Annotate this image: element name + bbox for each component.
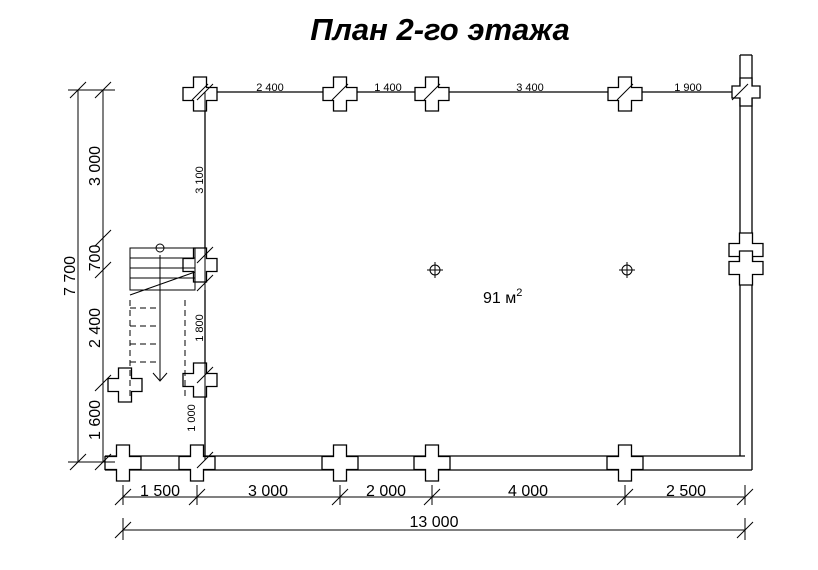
log-joints [104, 76, 764, 482]
log-joint-cross [414, 76, 450, 112]
dim-tick [94, 453, 112, 471]
dim-tick [423, 83, 441, 101]
log-joint-cross [606, 444, 644, 482]
overall-height: 7 700 [62, 256, 79, 296]
log-joint-cross [321, 444, 359, 482]
log-joint-cross [107, 367, 143, 403]
inner-dim: 1 000 [186, 404, 198, 432]
log-joint-cross [178, 444, 216, 482]
dim-tick [616, 83, 634, 101]
dim-tick [69, 453, 87, 471]
left-dim: 1 600 [87, 400, 104, 440]
bottom-dim: 3 000 [248, 483, 288, 500]
log-joint-cross [413, 444, 451, 482]
dim-tick [196, 366, 214, 384]
dim-tick [196, 246, 214, 264]
plan-title: План 2-го этажа [310, 12, 570, 47]
bottom-dim: 2 500 [666, 483, 706, 500]
dim-tick [196, 274, 214, 292]
log-joint-cross [728, 250, 764, 286]
log-joint-cross [731, 77, 761, 107]
left-dim: 700 [87, 245, 104, 272]
room-area: 91 м2 [483, 287, 522, 307]
staircase [129, 243, 196, 400]
bottom-dim: 1 500 [140, 483, 180, 500]
overall-width: 13 000 [410, 514, 459, 531]
bottom-dim: 4 000 [508, 483, 548, 500]
top-dim: 1 400 [374, 82, 402, 94]
dim-tick [69, 81, 87, 99]
dim-tick [196, 83, 214, 101]
log-joint-cross [607, 76, 643, 112]
inner-dim: 3 100 [194, 166, 206, 194]
left-dim: 3 000 [87, 146, 104, 186]
dim-tick [94, 261, 112, 279]
dim-tick [331, 83, 349, 101]
bottom-dim: 2 000 [366, 483, 406, 500]
log-joint-cross [182, 247, 218, 283]
inner-dim: 1 800 [194, 314, 206, 342]
log-joint-cross [322, 76, 358, 112]
dim-tick [731, 83, 749, 101]
top-dim: 2 400 [256, 82, 284, 94]
left-dim: 2 400 [87, 308, 104, 348]
dim-tick [196, 451, 214, 469]
dim-tick [191, 83, 209, 101]
dim-tick [94, 229, 112, 247]
dim-tick [94, 374, 112, 392]
top-dim: 3 400 [516, 82, 544, 94]
dimensions [68, 89, 745, 531]
log-joint-cross [182, 76, 218, 112]
top-dim: 1 900 [674, 82, 702, 94]
log-joint-cross [104, 444, 142, 482]
dim-tick [94, 81, 112, 99]
